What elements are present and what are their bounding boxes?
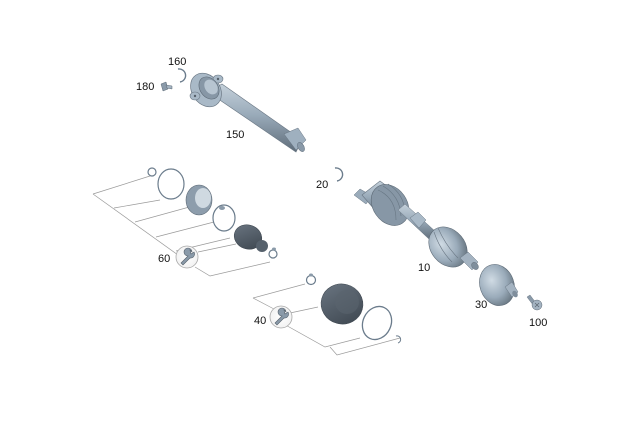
part-10-drive-shaft[interactable] (353, 177, 480, 275)
callout-10[interactable]: 10 (418, 262, 431, 274)
part-160-retaining-ring[interactable] (177, 68, 187, 83)
callout-100[interactable]: 100 (529, 317, 548, 329)
callout-60[interactable]: 60 (158, 253, 171, 265)
callout-150[interactable]: 150 (226, 129, 245, 141)
part-150-intermediate-shaft[interactable] (184, 67, 307, 153)
part-100-collar-bolt[interactable] (526, 294, 543, 311)
kit-60-wrench-badge[interactable] (175, 245, 199, 269)
callout-30[interactable]: 30 (475, 299, 488, 311)
kit-60-parts (147, 167, 278, 259)
callout-180[interactable]: 180 (136, 81, 155, 93)
callout-20[interactable]: 20 (316, 179, 329, 191)
part-180-bolt[interactable] (160, 81, 173, 92)
wrench-icon (180, 247, 195, 266)
kit-40-leader-lines (252, 283, 401, 356)
callout-40[interactable]: 40 (254, 315, 267, 327)
callout-160[interactable]: 160 (168, 56, 187, 68)
part-20-circlip[interactable] (334, 167, 344, 182)
wrench-icon (274, 307, 289, 326)
kit-40-parts (305, 273, 402, 344)
kit-40-wrench-badge[interactable] (269, 305, 293, 329)
part-30-outer-cv-joint[interactable] (474, 259, 520, 310)
